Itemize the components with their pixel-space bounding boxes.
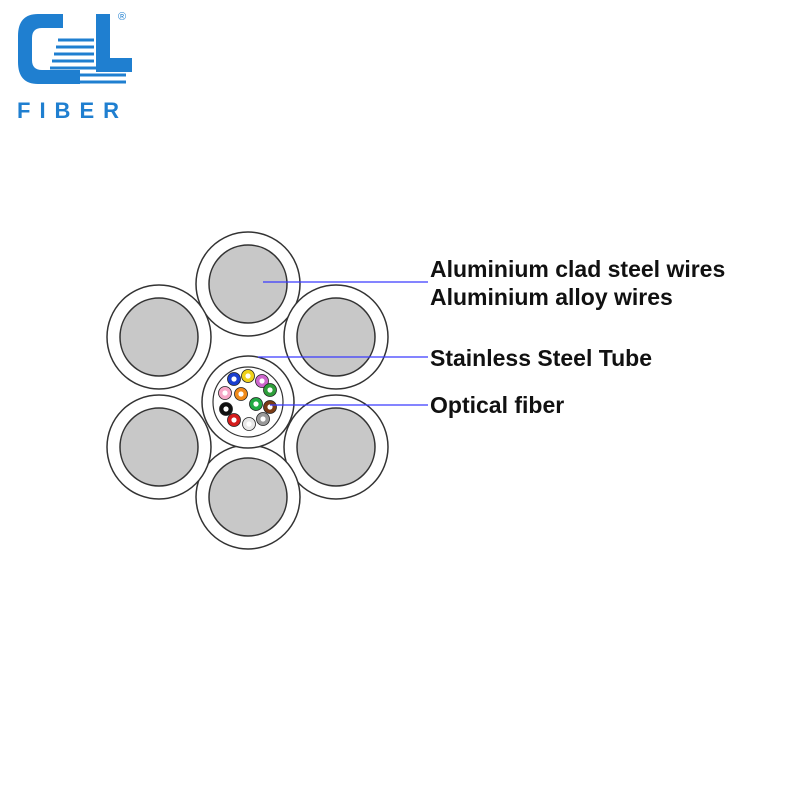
optical-fiber-12 (256, 412, 270, 426)
optical-fiber-11 (242, 417, 256, 431)
optical-fiber-4 (218, 386, 232, 400)
wire-1 (195, 231, 301, 337)
registered-mark: ® (118, 11, 126, 23)
label-optical-fiber: Optical fiber (430, 392, 564, 418)
wire-4 (195, 444, 301, 550)
label-aluminium-clad-steel-wires: Aluminium clad steel wires (430, 256, 725, 282)
optical-fiber-3 (255, 374, 269, 388)
optical-fiber-9 (263, 400, 277, 414)
label-stainless-steel-tube: Stainless Steel Tube (430, 345, 652, 371)
brand-logo: ® FIBER (17, 11, 132, 123)
optical-fibers (218, 369, 277, 431)
optical-fiber-2 (241, 369, 255, 383)
wire-5 (106, 394, 212, 500)
optical-fiber-7 (219, 402, 233, 416)
label-aluminium-alloy-wires: Aluminium alloy wires (430, 284, 673, 310)
optical-fiber-6 (263, 383, 277, 397)
optical-fiber-5 (234, 387, 248, 401)
logo-mark (18, 14, 132, 84)
leader-lines (258, 281, 428, 406)
optical-fiber-1 (227, 372, 241, 386)
optical-fiber-10 (227, 413, 241, 427)
wire-3 (283, 394, 389, 500)
wire-2 (283, 284, 389, 390)
logo-text: FIBER (17, 98, 128, 123)
optical-fiber-8 (249, 397, 263, 411)
wire-6 (106, 284, 212, 390)
